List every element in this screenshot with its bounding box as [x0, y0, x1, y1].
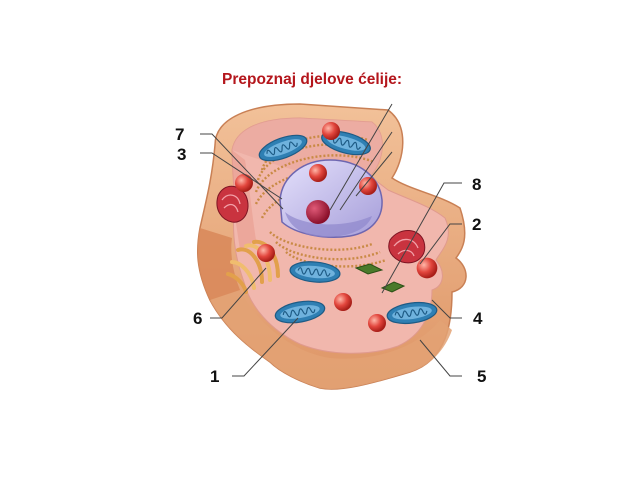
leader-line-2: [419, 223, 462, 265]
leader-line-6: [210, 267, 267, 319]
nucleolus: [306, 200, 330, 224]
leader-line-1: [232, 317, 299, 377]
green-organelles: [354, 263, 406, 293]
label-6: 6: [193, 309, 203, 328]
leader-lines: [200, 103, 462, 377]
leader-line-top-3: [355, 151, 393, 197]
label-2: 2: [472, 215, 482, 234]
label-3: 3: [177, 145, 187, 164]
page-title: Prepoznaj djelove ćelije:: [222, 71, 403, 88]
label-4: 4: [473, 309, 483, 328]
label-8: 8: [472, 175, 482, 194]
leader-line-top-1: [329, 103, 393, 211]
nucleus: [279, 159, 383, 238]
leader-line-top-2: [339, 131, 393, 211]
label-1: 1: [210, 367, 220, 386]
leader-line-3: [200, 152, 283, 200]
folded-organelle: [216, 185, 426, 264]
label-7: 7: [175, 125, 185, 144]
leader-line-5: [419, 339, 462, 377]
leader-line-8: [381, 182, 462, 294]
leader-line-4: [431, 299, 462, 319]
label-5: 5: [477, 367, 487, 386]
